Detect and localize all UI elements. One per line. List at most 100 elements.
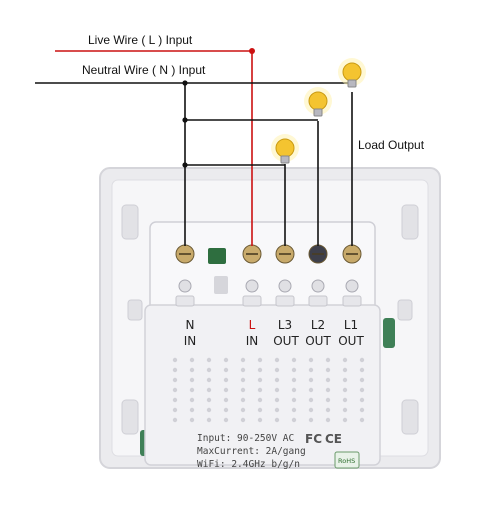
live-wire-junction xyxy=(249,48,255,54)
vent-hole xyxy=(206,367,212,373)
vent-hole xyxy=(189,387,195,393)
socket-hole xyxy=(278,279,292,293)
vent-hole xyxy=(189,367,195,373)
vent-hole xyxy=(172,407,178,413)
rohs-mark: RoHS xyxy=(338,457,355,465)
vent-hole xyxy=(291,357,297,363)
vent-hole xyxy=(240,397,246,403)
bulb-base xyxy=(347,79,357,88)
vent-hole xyxy=(291,417,297,423)
socket-slot xyxy=(242,295,262,307)
vent-hole xyxy=(359,367,365,373)
vent-hole xyxy=(291,387,297,393)
vent-hole xyxy=(291,407,297,413)
wires xyxy=(35,48,353,246)
vent-hole xyxy=(257,377,263,383)
terminal-l1-role: OUT xyxy=(338,334,364,348)
bulb-base xyxy=(313,108,323,117)
vent-hole xyxy=(342,367,348,373)
socket-slot xyxy=(175,295,195,307)
socket-slot xyxy=(342,295,362,307)
terminal-l3-code: L3 xyxy=(277,318,293,332)
vent-hole xyxy=(223,417,229,423)
vent-hole xyxy=(257,387,263,393)
vent-hole xyxy=(274,377,280,383)
vent-hole xyxy=(172,387,178,393)
vent-hole xyxy=(172,397,178,403)
vent-hole xyxy=(206,387,212,393)
spec-max-current: MaxCurrent: 2A/gang xyxy=(197,446,306,457)
vent-hole xyxy=(325,367,331,373)
vent-hole xyxy=(274,367,280,373)
vent-hole xyxy=(342,397,348,403)
vent-hole xyxy=(308,407,314,413)
vent-hole xyxy=(274,417,280,423)
bulb-l3 xyxy=(271,134,299,164)
terminal-n-role: IN xyxy=(183,334,197,348)
vent-hole xyxy=(291,377,297,383)
bulb-glass xyxy=(308,91,328,111)
vent-hole xyxy=(274,357,280,363)
bulbs xyxy=(271,58,366,164)
vent-hole xyxy=(308,397,314,403)
vent-hole xyxy=(189,417,195,423)
vent-hole xyxy=(240,387,246,393)
vent-hole xyxy=(308,377,314,383)
socket-slot xyxy=(214,276,228,294)
vent-hole xyxy=(325,407,331,413)
spec-wifi: WiFi: 2.4GHz b/g/n xyxy=(197,459,300,470)
vent-hole xyxy=(240,407,246,413)
socket-slot xyxy=(275,295,295,307)
vent-hole xyxy=(291,367,297,373)
vent-hole xyxy=(223,387,229,393)
socket-hole xyxy=(345,279,359,293)
socket-hole xyxy=(178,279,192,293)
vent-hole xyxy=(291,397,297,403)
fc-mark: FC xyxy=(305,432,322,446)
vent-hole xyxy=(274,407,280,413)
vent-hole xyxy=(257,397,263,403)
vent-hole xyxy=(172,417,178,423)
vent-hole xyxy=(359,377,365,383)
vent-hole xyxy=(325,357,331,363)
vent-hole xyxy=(342,377,348,383)
vent-hole xyxy=(325,397,331,403)
vent-hole xyxy=(359,407,365,413)
vent-hole xyxy=(206,357,212,363)
terminal-l-role: IN xyxy=(245,334,259,348)
vent-hole xyxy=(223,357,229,363)
vent-grid xyxy=(172,357,365,423)
vent-hole xyxy=(172,377,178,383)
neutral-wire-label: Neutral Wire ( N ) Input xyxy=(82,63,206,77)
vent-hole xyxy=(308,357,314,363)
live-wire-label: Live Wire ( L ) Input xyxy=(88,33,193,47)
terminal-l-code: L xyxy=(248,318,256,332)
vent-hole xyxy=(172,357,178,363)
terminal-l2-code: L2 xyxy=(310,318,326,332)
vent-hole xyxy=(274,387,280,393)
vent-hole xyxy=(308,387,314,393)
vent-hole xyxy=(206,407,212,413)
terminal-sockets xyxy=(175,248,362,307)
bulb-l2 xyxy=(304,87,332,117)
vent-hole xyxy=(342,417,348,423)
load-output-label: Load Output xyxy=(358,138,425,152)
vent-hole xyxy=(325,387,331,393)
bulb-base xyxy=(280,155,290,164)
vent-hole xyxy=(189,377,195,383)
vent-hole xyxy=(240,367,246,373)
vent-hole xyxy=(223,397,229,403)
vent-hole xyxy=(240,417,246,423)
terminal-l3-role: OUT xyxy=(273,334,299,348)
vent-hole xyxy=(274,397,280,403)
bulb-l1 xyxy=(338,58,366,88)
vent-hole xyxy=(206,397,212,403)
ce-mark: CE xyxy=(325,432,342,446)
vent-hole xyxy=(223,367,229,373)
vent-hole xyxy=(257,417,263,423)
vent-hole xyxy=(325,377,331,383)
neutral-junction-1 xyxy=(182,80,188,86)
socket-hole xyxy=(245,279,259,293)
vent-hole xyxy=(223,407,229,413)
